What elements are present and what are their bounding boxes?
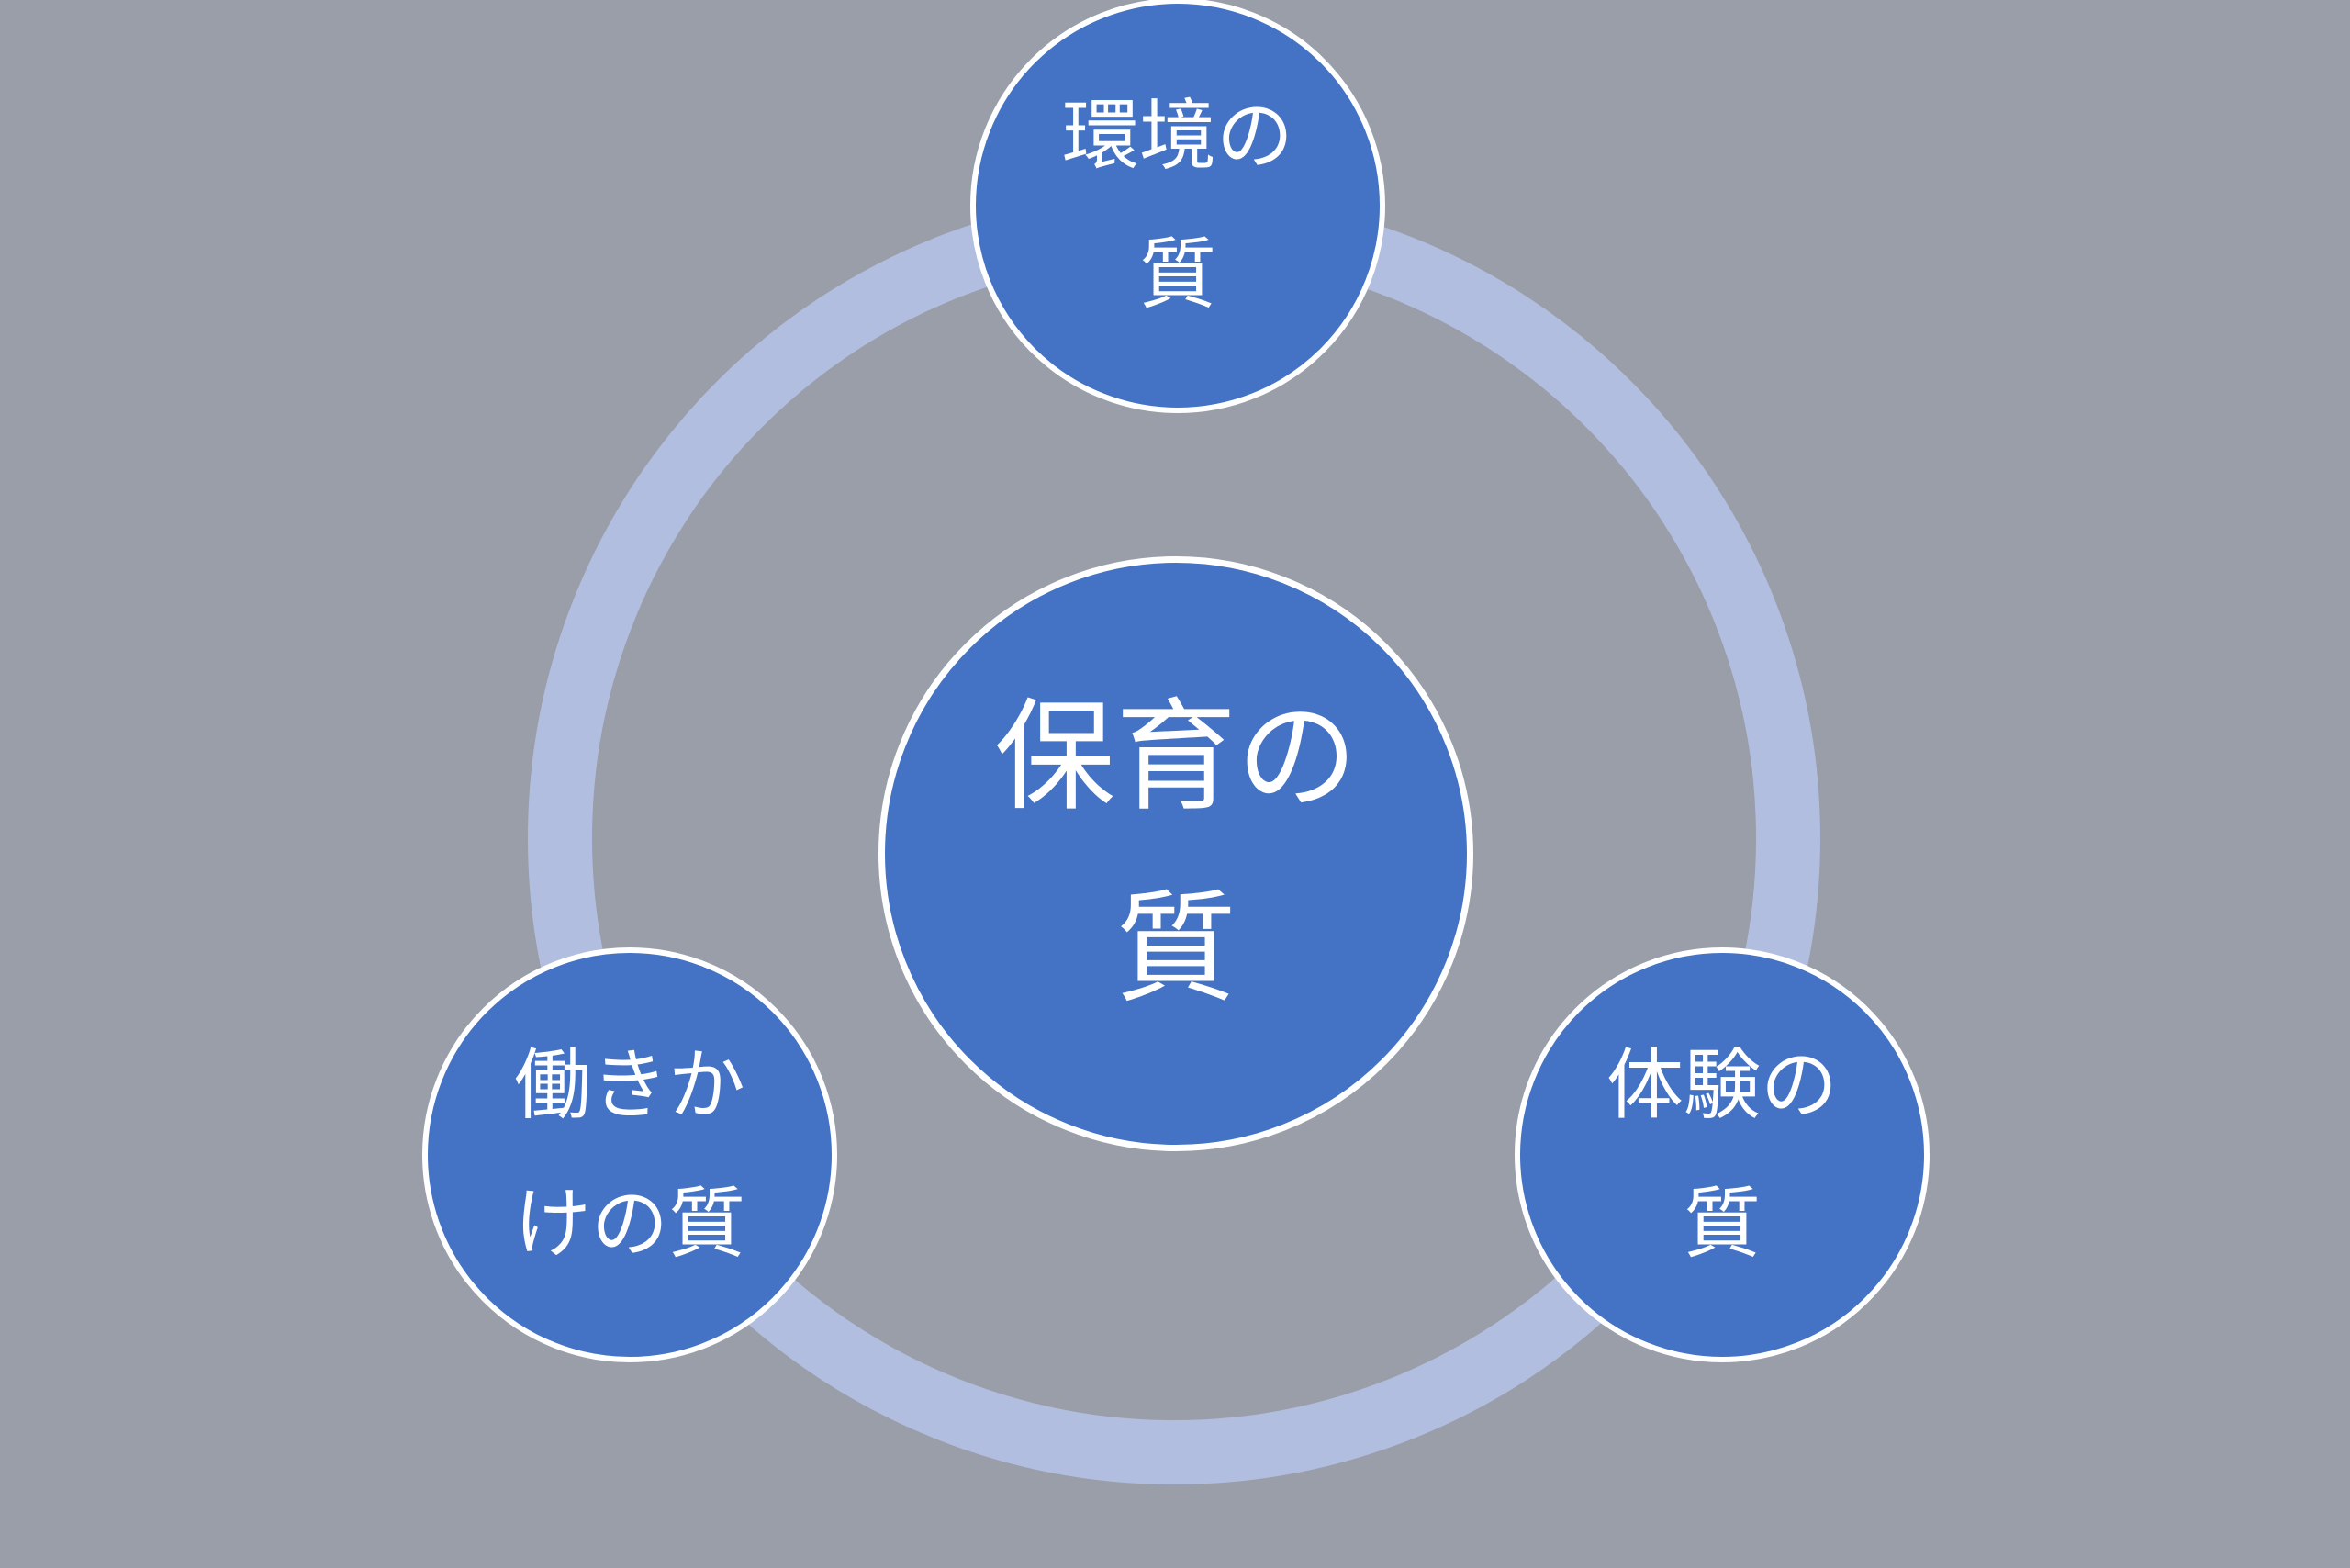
- node-label-line: 質: [1115, 881, 1237, 1016]
- node-label-line: 保育の: [994, 689, 1358, 825]
- node-environment-quality: 環境の 質: [970, 0, 1385, 413]
- node-label-line: 体験の: [1606, 1041, 1838, 1128]
- node-label-line: 働きか: [513, 1041, 745, 1128]
- node-experience-quality: 体験の 質: [1515, 947, 1930, 1362]
- node-label-line: 質: [1138, 231, 1216, 318]
- node-childcare-quality: 保育の 質: [878, 556, 1473, 1151]
- node-engagement-quality: 働きか けの質: [422, 947, 837, 1362]
- node-label-line: けの質: [513, 1181, 745, 1267]
- node-label-line: 質: [1683, 1181, 1761, 1267]
- node-label-line: 環境の: [1061, 92, 1293, 179]
